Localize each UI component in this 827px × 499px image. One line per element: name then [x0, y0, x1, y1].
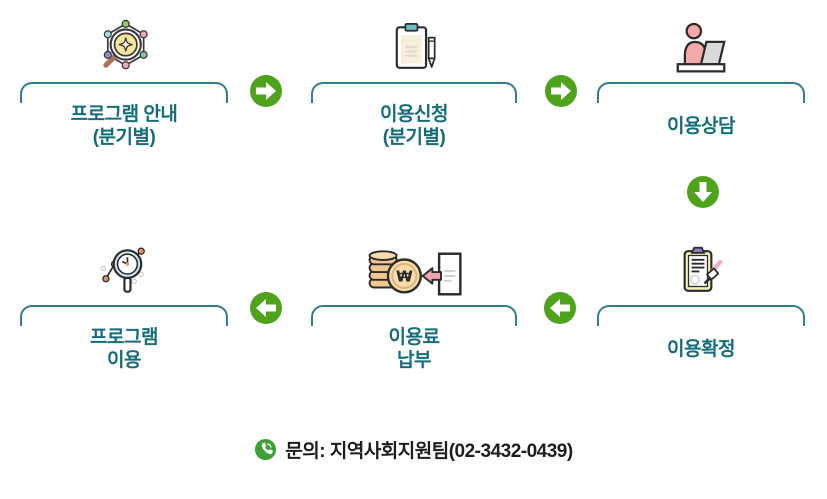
step-label: 이용상담 — [597, 103, 805, 149]
step-usage-application: 이용신청 (분기별) — [311, 13, 517, 149]
step-program-guide: 프로그램 안내 (분기별) — [20, 13, 228, 149]
arrow-right-icon — [544, 74, 578, 108]
step-bracket — [20, 305, 228, 326]
step-label: 이용신청 (분기별) — [311, 103, 517, 149]
step-label-line2: (분기별) — [92, 127, 156, 148]
step-label-line2: 이용 — [107, 350, 141, 371]
step-usage-consultation: 이용상담 — [597, 13, 805, 149]
step-label-line1: 이용료 — [388, 327, 440, 348]
step-bracket — [311, 305, 517, 326]
step-bracket — [311, 82, 517, 103]
coins-invoice-icon: W — [364, 236, 464, 302]
step-label-line1: 이용신청 — [380, 104, 448, 125]
step-bracket — [597, 82, 805, 103]
step-label: 이용료 납부 — [311, 326, 517, 372]
person-laptop-icon — [667, 13, 735, 79]
step-program-use: 프로그램 이용 — [20, 236, 228, 372]
arrow-left-icon — [543, 291, 577, 325]
step-usage-confirmation: 이용확정 — [597, 236, 805, 372]
arrow-down-icon — [686, 175, 720, 209]
step-label: 프로그램 안내 (분기별) — [20, 103, 228, 149]
step-label-line1: 이용확정 — [667, 338, 735, 360]
clipboard-pencil-icon — [383, 13, 445, 79]
step-bracket — [597, 305, 805, 326]
step-fee-payment: W 이용료 납부 — [311, 236, 517, 372]
step-label: 이용확정 — [597, 326, 805, 372]
phone-icon — [254, 438, 277, 461]
arrow-right-icon — [249, 74, 283, 108]
arrow-left-icon — [249, 291, 283, 325]
magnifier-analytics-icon — [93, 236, 155, 302]
clipboard-stamp-icon — [670, 236, 732, 302]
step-label-line2: (분기별) — [382, 127, 446, 148]
step-label-line1: 이용상담 — [667, 115, 735, 137]
contact-text: 문의: 지역사회지원팀(02-3432-0439) — [285, 441, 573, 462]
step-label-line1: 프로그램 — [90, 327, 158, 348]
step-label-line1: 프로그램 안내 — [70, 104, 178, 125]
coin-network-icon — [93, 13, 155, 79]
step-label-line2: 납부 — [397, 350, 431, 371]
step-label: 프로그램 이용 — [20, 326, 228, 372]
step-bracket — [20, 82, 228, 103]
contact-line: 문의: 지역사회지원팀(02-3432-0439) — [0, 436, 827, 463]
